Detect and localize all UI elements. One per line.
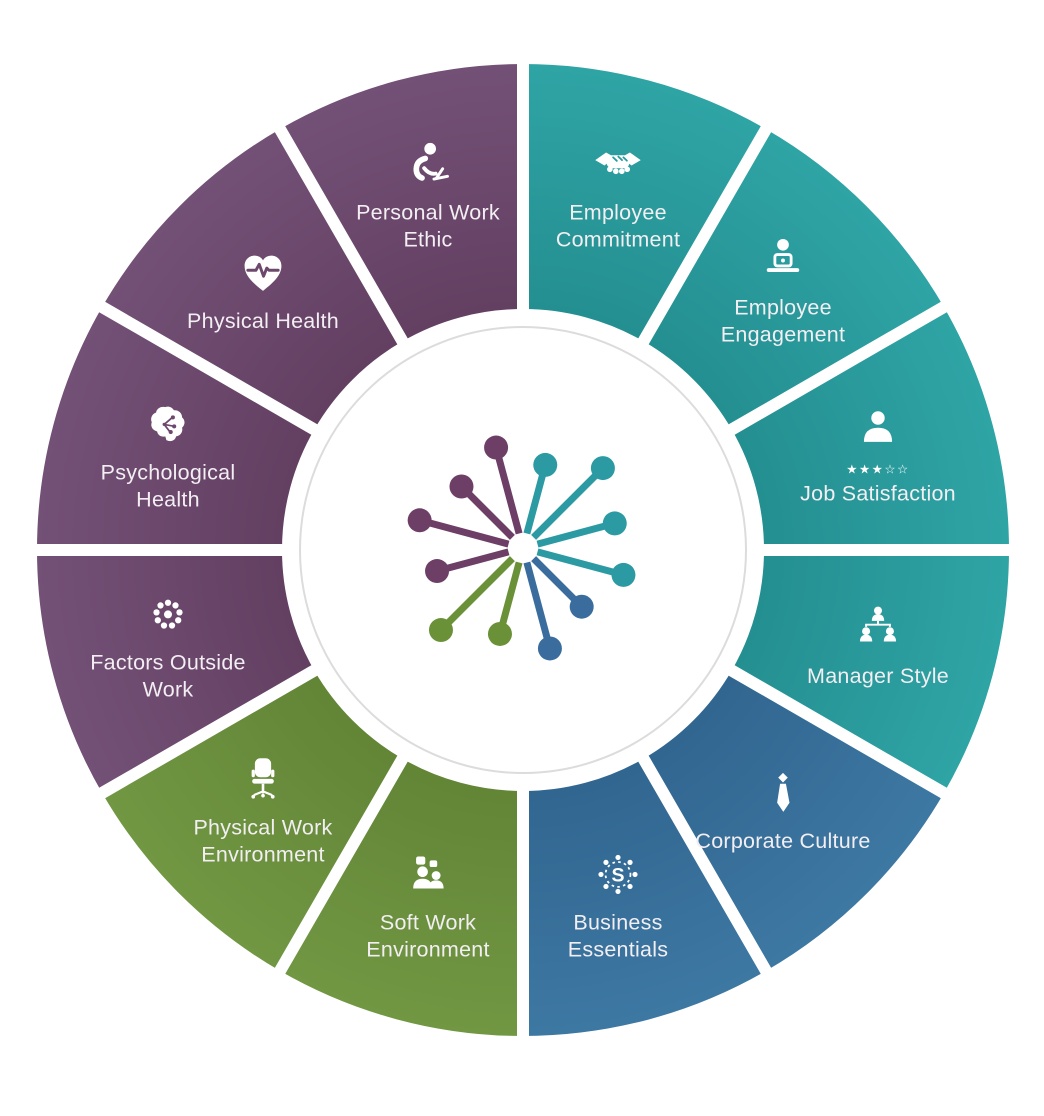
- logo-spoke: [531, 465, 606, 540]
- logo-spoke: [492, 446, 523, 535]
- segment-gap: [95, 661, 325, 801]
- logo-spoke-dot: [425, 559, 450, 584]
- logo-spoke: [536, 548, 625, 579]
- wedge-physical-work-environment: [102, 670, 403, 971]
- wedge-manager-style: [731, 550, 1009, 793]
- logo-spoke: [418, 516, 510, 548]
- wedge-soft-work-environment: [280, 758, 523, 1036]
- segment-gaps: [33, 60, 1013, 1040]
- logo-spoke-dot: [407, 508, 432, 533]
- logo-spoke-dot: [602, 511, 627, 536]
- logo-spoke: [523, 561, 554, 650]
- segment-gap: [634, 122, 774, 352]
- segment-gap: [272, 748, 412, 978]
- logo-spoke: [436, 548, 510, 575]
- segment-gap: [721, 661, 951, 801]
- wedge-corporate-culture: [643, 670, 944, 971]
- wedge-employee-commitment: [523, 64, 766, 342]
- logo-spoke: [496, 561, 523, 635]
- logo-center-hole: [510, 535, 536, 561]
- logo-spoke: [438, 556, 515, 633]
- wedge-personal-work-ethic: [280, 64, 523, 342]
- logo-spoke-dot: [533, 452, 558, 477]
- segment-gap: [95, 299, 325, 439]
- segment-gap: [634, 748, 774, 978]
- logo-spoke-dot: [537, 636, 562, 661]
- logo-spoke-dot: [487, 621, 512, 646]
- inner-ring: [299, 326, 747, 774]
- logo-spoke-dot: [449, 474, 474, 499]
- center-starburst-logo: [407, 435, 636, 661]
- logo-spoke-dot: [428, 618, 453, 643]
- logo-spoke: [536, 520, 616, 548]
- wedge-business-essentials: [523, 758, 766, 1036]
- logo-spoke-dot: [611, 562, 636, 587]
- segment-gap: [272, 122, 412, 352]
- logo-spoke-dot: [590, 456, 615, 481]
- logo-spoke-dot: [569, 594, 594, 619]
- segment-gap: [721, 299, 951, 439]
- wedge-factors-outside-work: [37, 550, 315, 793]
- wedge-employee-engagement: [643, 129, 944, 430]
- logo-spoke-dot: [484, 435, 509, 460]
